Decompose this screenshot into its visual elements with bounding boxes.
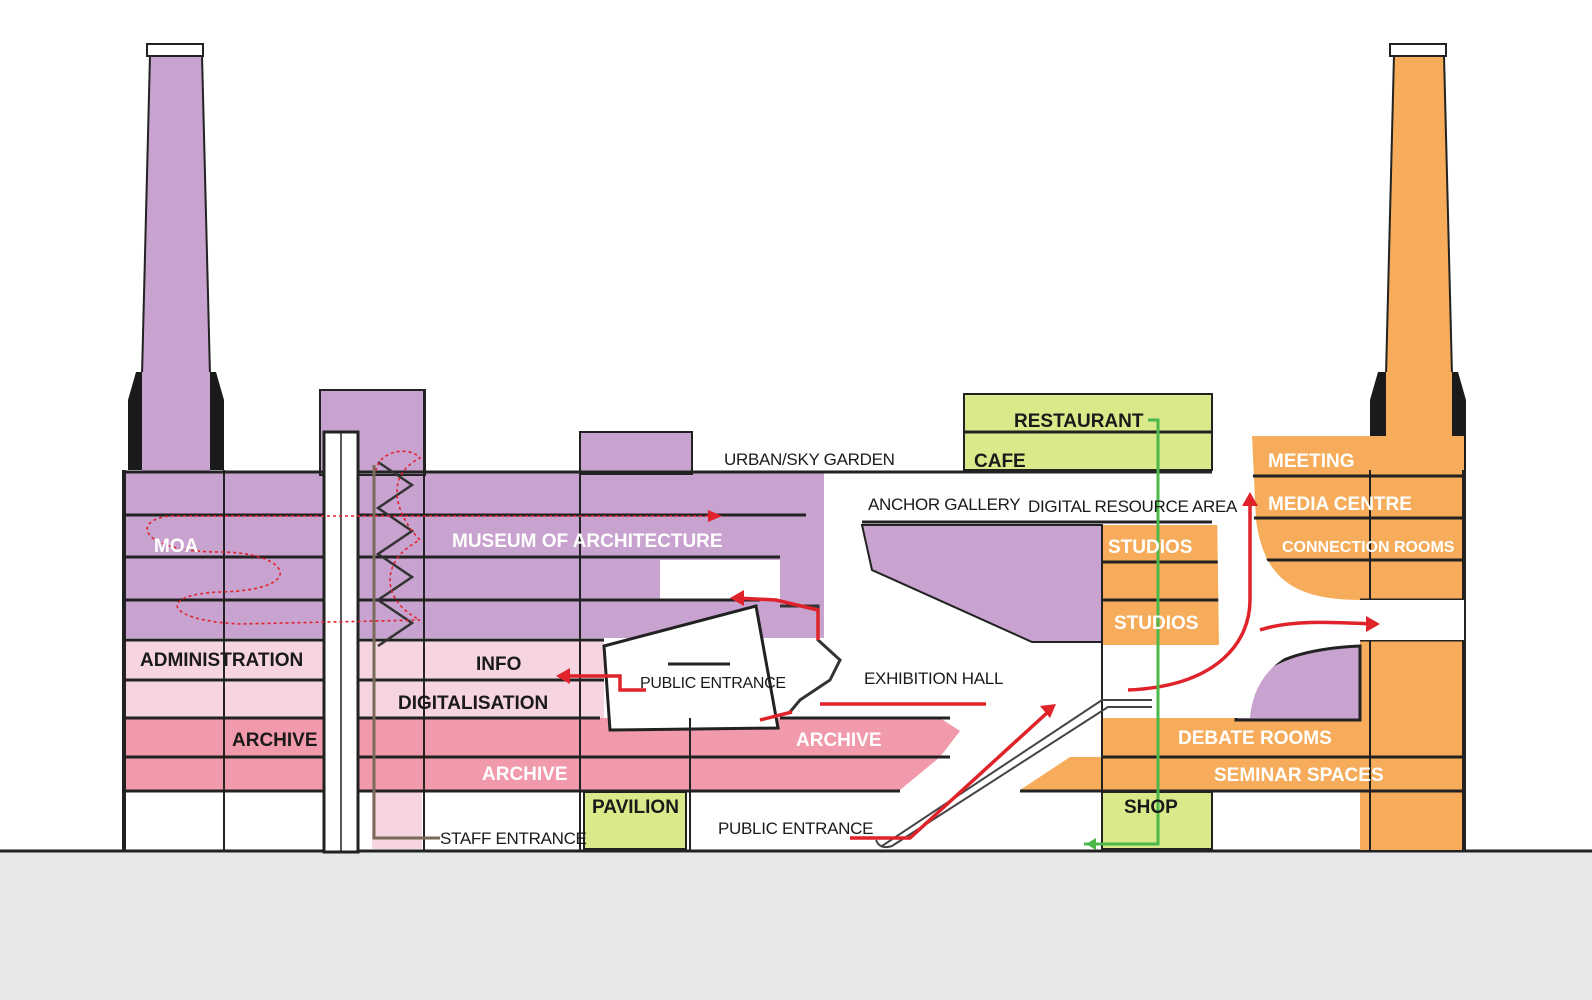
info-label: INFO [476, 654, 522, 675]
digital-resource-area-label: DIGITAL RESOURCE AREA [1028, 497, 1238, 516]
studios-upper-label: STUDIOS [1108, 537, 1193, 558]
urban-sky-garden-label: URBAN/SKY GARDEN [724, 450, 895, 469]
media-centre-label: MEDIA CENTRE [1268, 494, 1412, 515]
archive-mid-label: ARCHIVE [796, 730, 882, 751]
right-chimney [1370, 43, 1466, 472]
archive-low-label: ARCHIVE [482, 764, 568, 785]
staff-route-line [372, 465, 440, 840]
left-chimney [128, 43, 224, 472]
anchor-gallery-volume [860, 524, 1103, 643]
pavilion-label: PAVILION [592, 797, 679, 818]
seminar-spaces-label: SEMINAR SPACES [1214, 765, 1384, 786]
ground [0, 851, 1592, 1000]
restaurant-label: RESTAURANT [1014, 411, 1144, 432]
admin-archive-zone [124, 640, 960, 849]
arrowheads [556, 492, 1380, 718]
connection-rooms-label: CONNECTION ROOMS [1282, 539, 1455, 556]
debate-rooms-label: DEBATE ROOMS [1178, 728, 1332, 749]
stair-core [375, 460, 415, 648]
anchor-gallery-label: ANCHOR GALLERY [868, 495, 1021, 514]
circulation-void [1216, 436, 1464, 718]
moa-label: MOA [154, 536, 199, 557]
cafe-label: CAFE [974, 451, 1026, 472]
public-entrance-upper-label: PUBLIC ENTRANCE [640, 675, 786, 692]
archive-left-label: ARCHIVE [232, 730, 318, 751]
floor-slabs [124, 430, 1464, 793]
public-entrance-lower-label: PUBLIC ENTRANCE [718, 819, 874, 838]
moa-circulation-spiral [146, 450, 720, 625]
restaurant-route-arrowhead [1086, 838, 1096, 850]
exhibition-hall-outline [602, 604, 780, 732]
public-circulation-arrows [566, 500, 1373, 840]
studios-lower-label: STUDIOS [1114, 613, 1199, 634]
structure-walls [122, 390, 1466, 851]
staff-entrance-label: STAFF ENTRANCE [440, 829, 587, 848]
museum-label: MUSEUM OF ARCHITECTURE [452, 531, 723, 552]
restaurant-route-line [1084, 418, 1160, 846]
administration-label: ADMINISTRATION [140, 650, 304, 671]
meeting-label: MEETING [1268, 451, 1355, 472]
digitalisation-label: DIGITALISATION [398, 693, 549, 714]
shop-label: SHOP [1124, 797, 1178, 818]
exhibition-stairs [780, 604, 842, 713]
exhibition-hall-label: EXHIBITION HALL [864, 669, 1004, 688]
lift-core [322, 430, 360, 854]
